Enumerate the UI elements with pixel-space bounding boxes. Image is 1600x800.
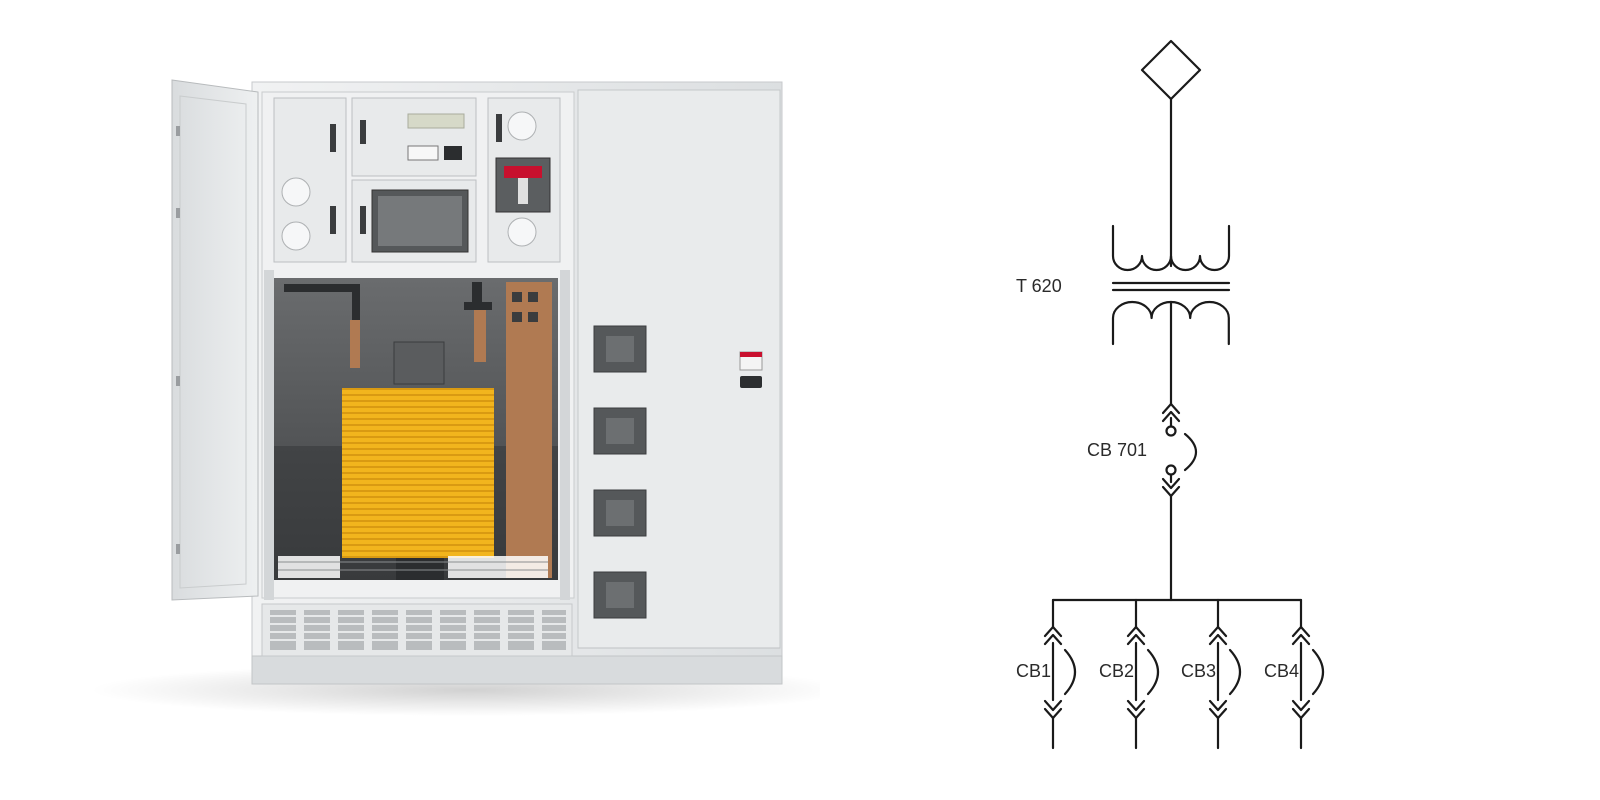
copper-backplane xyxy=(506,282,552,578)
danger-warning-label-icon xyxy=(739,351,763,371)
instrument-compartment xyxy=(273,97,561,263)
feeder-breaker-4 xyxy=(1291,598,1325,750)
door-meter-windows xyxy=(593,325,647,619)
main-breaker-symbol xyxy=(1161,402,1198,498)
switchboard-cabinet-image xyxy=(90,79,820,716)
transformer-label: T 620 xyxy=(1016,276,1062,296)
transformer-core xyxy=(342,388,494,558)
source-diamond-icon xyxy=(1140,39,1202,101)
feeder-breaker-1 xyxy=(1043,598,1077,750)
single-line-diagram: T 620 CB 701 CB1 CB2 CB3 CB4 xyxy=(1016,39,1325,750)
feeder-label-1: CB1 xyxy=(1016,661,1051,681)
feeder-breakers xyxy=(1043,598,1325,750)
busbar-connections xyxy=(284,282,492,385)
inner-vent-slots xyxy=(278,556,548,578)
main-breaker-label: CB 701 xyxy=(1087,440,1147,460)
feeder-label-3: CB3 xyxy=(1181,661,1216,681)
feeder-label-4: CB4 xyxy=(1264,661,1299,681)
feeder-breaker-3 xyxy=(1208,598,1242,750)
feeder-label-2: CB2 xyxy=(1099,661,1134,681)
door-handle-icon xyxy=(740,376,762,388)
open-left-door xyxy=(171,79,259,601)
feeder-breaker-2 xyxy=(1126,598,1160,750)
cabinet-plinth xyxy=(251,655,783,685)
bottom-vent-grille xyxy=(261,603,573,657)
